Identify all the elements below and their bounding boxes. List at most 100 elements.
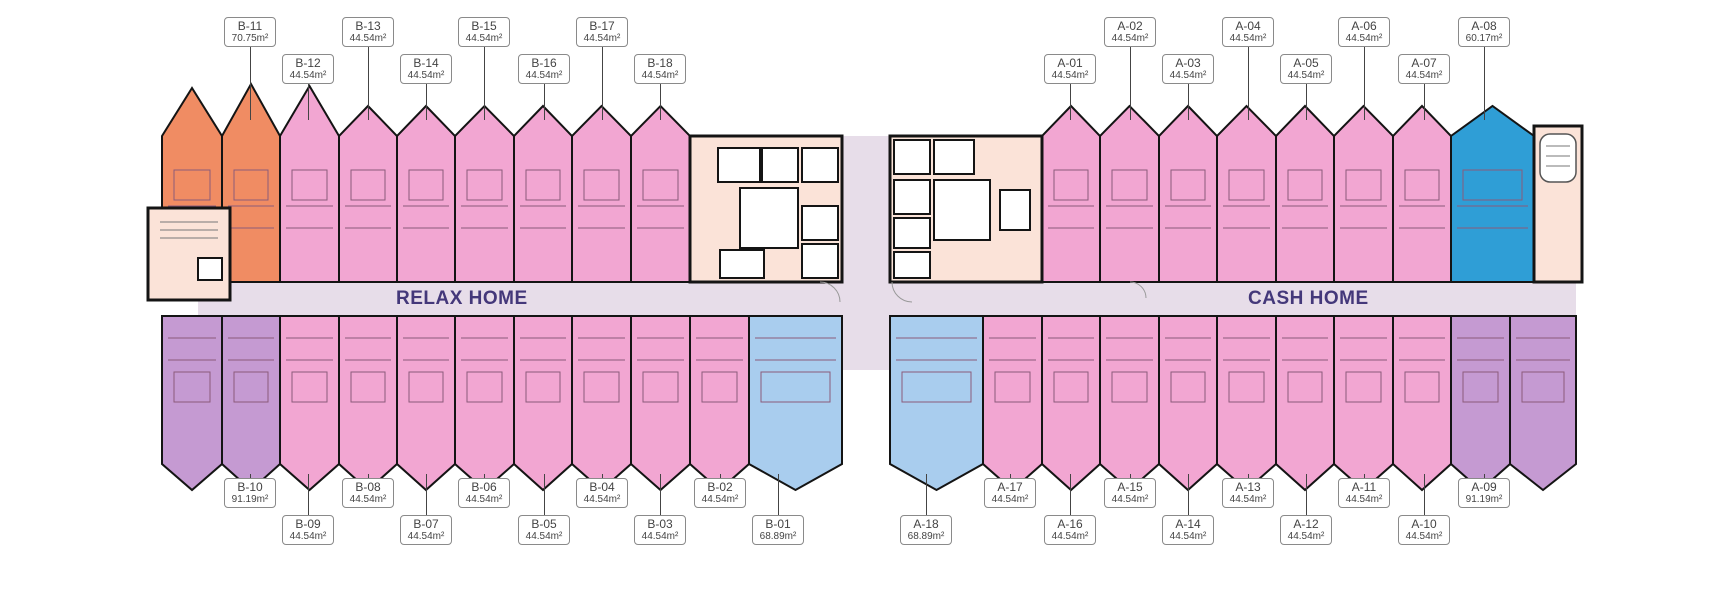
bed-outline bbox=[291, 169, 328, 201]
unit-interior-lines bbox=[696, 337, 743, 361]
unit-interior-lines bbox=[1516, 337, 1570, 361]
unit-area: 44.54m² bbox=[407, 70, 445, 81]
unit-id: A-15 bbox=[1117, 480, 1143, 494]
unit-id: A-07 bbox=[1411, 56, 1437, 70]
unit-id: A-10 bbox=[1411, 517, 1437, 531]
unit-area: 44.54m² bbox=[991, 494, 1029, 505]
corridor-doors bbox=[819, 281, 1147, 303]
unit-interior-lines bbox=[1165, 337, 1211, 361]
right-stair-core bbox=[1532, 124, 1584, 284]
label-leader-line bbox=[544, 474, 545, 515]
unit-shape-top bbox=[338, 104, 398, 283]
label-leader-line bbox=[1364, 47, 1365, 120]
label-leader-line bbox=[1424, 474, 1425, 515]
unit-id: A-06 bbox=[1351, 19, 1377, 33]
unit-interior-lines bbox=[1340, 337, 1387, 361]
unit-id: A-03 bbox=[1175, 56, 1201, 70]
unit-area: 91.19m² bbox=[1465, 494, 1503, 505]
bed-outline bbox=[525, 371, 561, 403]
unit-interior-lines bbox=[1399, 337, 1445, 361]
zone-title-cash-home: CASH HOME bbox=[1248, 288, 1369, 309]
unit-shape-bottom bbox=[630, 315, 691, 492]
unit-interior-lines bbox=[168, 337, 216, 361]
unit-shape-top bbox=[1099, 104, 1160, 283]
bed-outline bbox=[408, 371, 444, 403]
unit-shape-bottom bbox=[161, 315, 223, 492]
label-leader-line bbox=[1248, 47, 1249, 120]
unit-area: 44.54m² bbox=[1287, 531, 1325, 542]
bed-outline bbox=[466, 169, 503, 201]
bed-outline bbox=[1053, 371, 1089, 403]
lift-lobby bbox=[842, 136, 890, 370]
label-leader-line bbox=[250, 47, 251, 120]
unit-shape-top bbox=[513, 104, 573, 283]
units-bottom-shapes bbox=[161, 315, 1577, 492]
unit-area: 44.54m² bbox=[1111, 494, 1149, 505]
unit-area: 44.54m² bbox=[583, 33, 621, 44]
label-leader-line bbox=[484, 47, 485, 120]
unit-shape-top bbox=[221, 81, 281, 283]
unit-area: 60.17m² bbox=[1465, 33, 1503, 44]
unit-area: 44.54m² bbox=[1345, 33, 1383, 44]
unit-shape-bottom bbox=[571, 315, 632, 492]
unit-interior-lines bbox=[461, 205, 508, 229]
unit-id: A-12 bbox=[1293, 517, 1319, 531]
unit-id: B-14 bbox=[413, 56, 439, 70]
label-leader-line bbox=[1010, 474, 1011, 478]
label-leader-line bbox=[1306, 474, 1307, 515]
unit-interior-lines bbox=[403, 337, 449, 361]
unit-id: B-01 bbox=[765, 517, 791, 531]
bed-outline bbox=[1170, 371, 1206, 403]
label-leader-line bbox=[602, 47, 603, 120]
unit-area: 44.54m² bbox=[641, 70, 679, 81]
bed-outline bbox=[642, 169, 679, 201]
unit-shape-bottom bbox=[396, 315, 456, 492]
unit-interior-lines bbox=[578, 205, 625, 229]
bed-outline bbox=[350, 169, 386, 201]
bed-outline bbox=[1287, 169, 1323, 201]
unit-area: 44.54m² bbox=[1051, 70, 1089, 81]
bed-outline bbox=[291, 371, 328, 403]
bed-outline bbox=[701, 371, 738, 403]
unit-shape-bottom bbox=[1509, 315, 1577, 492]
unit-area: 44.54m² bbox=[1229, 494, 1267, 505]
unit-id: B-10 bbox=[237, 480, 263, 494]
unit-area: 44.54m² bbox=[1345, 494, 1383, 505]
